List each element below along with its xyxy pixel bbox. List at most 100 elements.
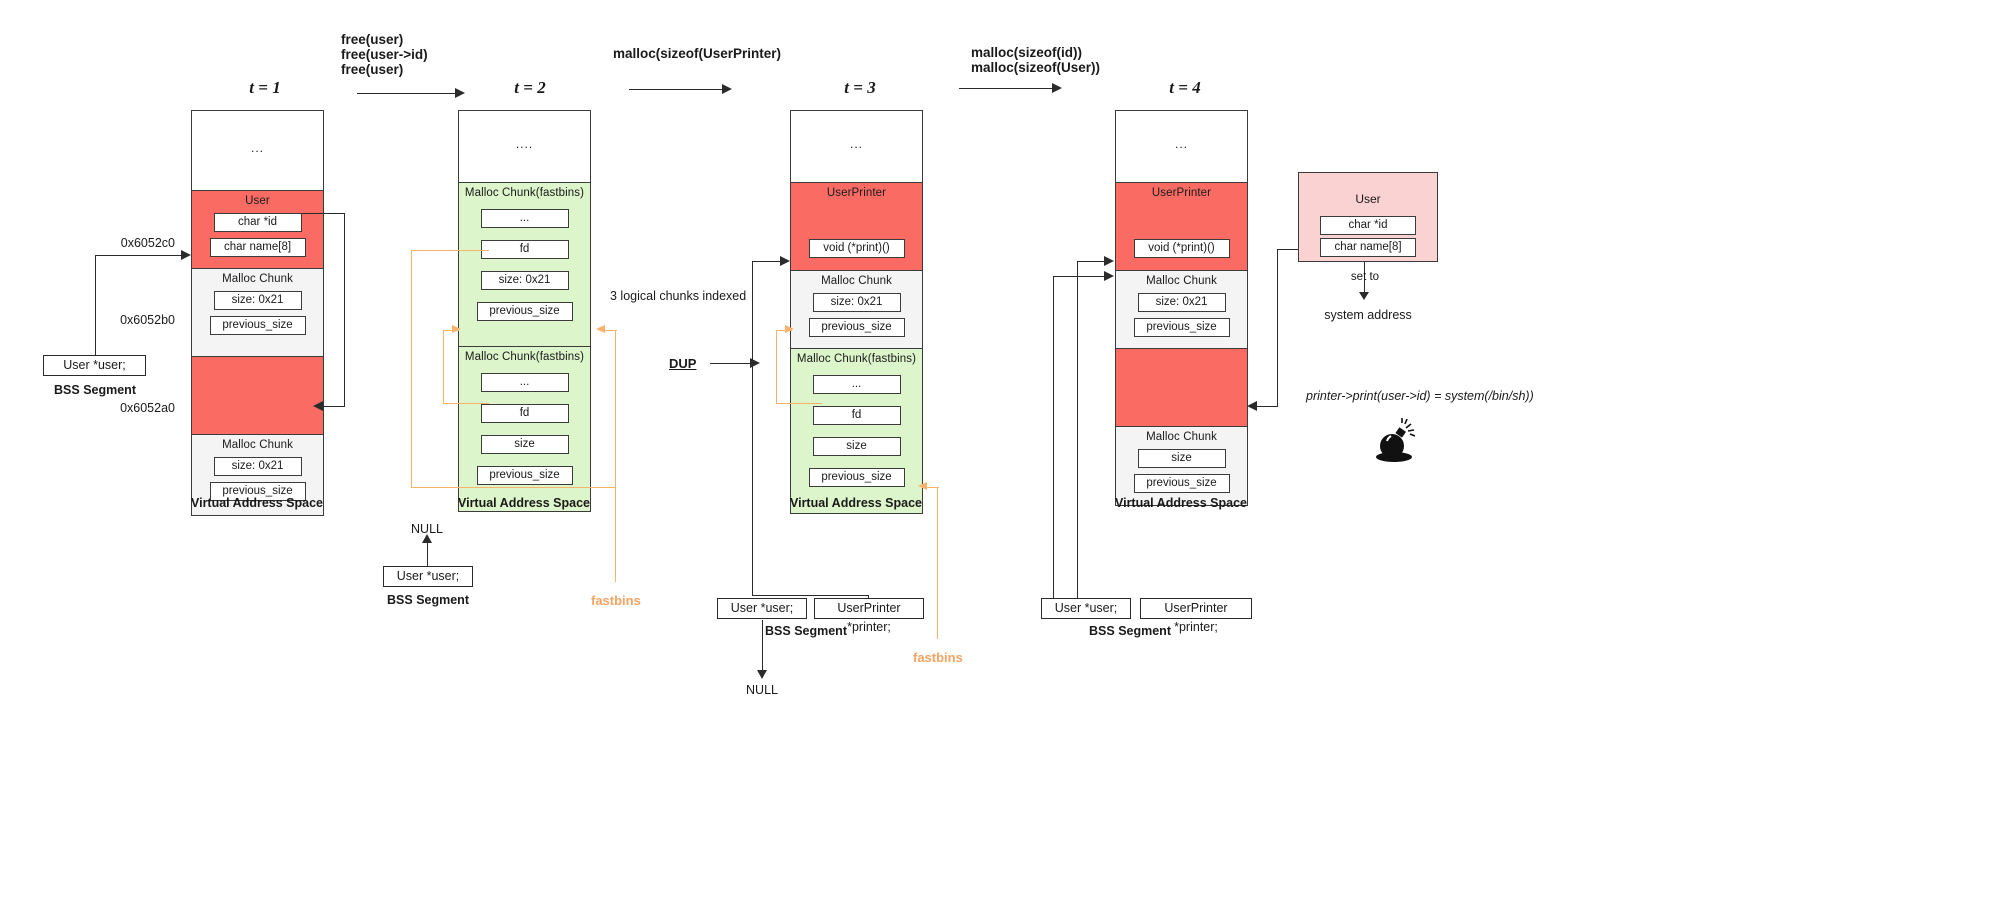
segment-field-fd: fd — [480, 240, 569, 259]
user-overlay-box: User char *id char name[8] — [1298, 172, 1438, 262]
vas-label-t2: Virtual Address Space — [457, 496, 590, 510]
memory-segment-t4-0: ... — [1116, 111, 1247, 183]
memory-column-t4: ... UserPrinter void (*print)() Malloc Chun… — [1115, 110, 1248, 506]
fastbin-line-t3-top — [776, 330, 792, 331]
fastbins-label-t2: fastbins — [591, 593, 641, 608]
fastbin-arrow-t3-inner — [785, 325, 794, 333]
operation-label-free: free(user) free(user->id) free(user) — [341, 32, 428, 77]
fastbin-arrow-t2-b — [452, 325, 461, 333]
bss-var-t3-printer: UserPrinter *printer; — [814, 598, 924, 634]
id-pointer-arrow-t1 — [313, 401, 323, 411]
fastbin-line-t3-head-h — [922, 487, 939, 488]
fastbins-label-t3: fastbins — [913, 650, 963, 665]
t4-printer-riser-v — [1077, 261, 1078, 598]
bomb-icon — [1370, 415, 1420, 463]
title-t4: t = 4 — [1169, 78, 1201, 97]
vas-label-t3: Virtual Address Space — [789, 496, 922, 510]
memory-segment-t4-3 — [1116, 349, 1247, 427]
transition-arrow-3 — [959, 88, 1054, 89]
t4-printer-riser-h — [1077, 261, 1106, 262]
t4-printer-riser-arrow — [1104, 256, 1114, 266]
exploit-expression: printer->print(user->id) = system(/bin/s… — [1306, 389, 1534, 403]
fastbin-line-t2-b-bot — [443, 403, 489, 404]
bss-var-t1-user: User *user; — [43, 355, 146, 376]
operation-label-malloc-id-user: malloc(sizeof(id)) malloc(sizeof(User)) — [971, 45, 1101, 75]
memory-segment-t2-0: .... — [459, 111, 590, 183]
fastbin-line-t3-v — [776, 330, 777, 404]
memory-segment-t3-0: ... — [791, 111, 922, 183]
bss-pointer-line-t1-v — [95, 255, 96, 355]
fastbin-line-t2-head-v — [615, 330, 616, 582]
bss-label-t1: BSS Segment — [54, 383, 136, 397]
null-pointer-line-t2 — [427, 541, 428, 567]
fastbin-line-t2-a-h — [411, 250, 489, 251]
segment-field-void-print-: void (*print)() — [1133, 239, 1230, 258]
title-t3: t = 3 — [844, 78, 876, 97]
bss-pointer-line-t1-h — [95, 255, 183, 256]
segment-caption: Malloc Chunk(fastbins) — [796, 353, 917, 365]
segment-field--: ... — [480, 209, 569, 228]
segment-field-size-0x21: size: 0x21 — [213, 291, 302, 310]
fastbin-arrow-t2-head — [596, 325, 605, 333]
segment-field-previous-size: previous_size — [808, 468, 905, 487]
transition-arrow-3-head — [1052, 83, 1062, 93]
segment-field-char-name-8-: char name[8] — [209, 238, 306, 257]
segment-field-size: size — [480, 435, 569, 454]
user-overlay-link-v — [1277, 249, 1278, 406]
segment-ellipsis: .... — [515, 137, 534, 151]
transition-arrow-2 — [629, 89, 724, 90]
segment-field-void-print-: void (*print)() — [808, 239, 905, 258]
user-overlay-link-h-bot — [1255, 406, 1278, 407]
segment-caption: Malloc Chunk — [1146, 275, 1217, 287]
segment-field-previous-size: previous_size — [1133, 318, 1230, 337]
id-pointer-line-t1-bot — [320, 406, 345, 407]
operation-label-malloc-userprinter: malloc(sizeof(UserPrinter) — [613, 46, 782, 61]
set-to-arrow — [1359, 292, 1369, 300]
id-pointer-line-t1-v — [344, 213, 345, 407]
memory-segment-t1-0: ... — [192, 111, 323, 191]
bss-var-t3-user: User *user; — [717, 598, 807, 619]
fastbin-arrow-t3-head — [918, 482, 927, 490]
memory-segment-t1-3 — [192, 357, 323, 435]
fastbin-line-t3-head-v — [937, 487, 938, 639]
address-label-0x6052c0: 0x6052c0 — [120, 236, 175, 250]
segment-caption: Malloc Chunk(fastbins) — [464, 351, 585, 363]
transition-arrow-2-head — [722, 84, 732, 94]
segment-field-size-0x21: size: 0x21 — [812, 293, 901, 312]
printer-bss-line-t3-v — [752, 363, 753, 596]
address-label-0x6052a0: 0x6052a0 — [120, 401, 175, 415]
vas-label-t4: Virtual Address Space — [1114, 496, 1247, 510]
segment-field--: ... — [480, 373, 569, 392]
segment-field-previous-size: previous_size — [476, 466, 573, 485]
null-label-t2: NULL — [411, 522, 443, 536]
segment-ellipsis: ... — [849, 137, 863, 151]
user-overlay-field-name: char name[8] — [1320, 238, 1416, 257]
segment-caption: Malloc Chunk — [222, 439, 293, 451]
dup-arrow-head — [750, 358, 760, 368]
transition-arrow-1-head — [455, 88, 465, 98]
segment-caption: Malloc Chunk — [821, 275, 892, 287]
null-pointer-arrow-t2 — [422, 534, 432, 543]
bss-label-t2: BSS Segment — [387, 593, 469, 607]
dup-label: DUP — [669, 356, 697, 371]
user-overlay-link-arrow — [1247, 401, 1257, 411]
memory-column-t2: .... Malloc Chunk(fastbins)... fd size: 0x2… — [458, 110, 591, 512]
segment-field-previous-size: previous_size — [1133, 474, 1230, 493]
segment-field-previous-size: previous_size — [209, 316, 306, 335]
segment-caption: User — [245, 195, 270, 207]
bss-var-t4-printer: UserPrinter *printer; — [1140, 598, 1252, 634]
fastbin-line-t2-b-v — [443, 330, 444, 404]
address-label-0x6052b0: 0x6052b0 — [120, 313, 175, 327]
segment-caption: UserPrinter — [1151, 187, 1212, 199]
segment-caption: Malloc Chunk — [1146, 431, 1217, 443]
segment-field-size-0x21: size: 0x21 — [480, 271, 569, 290]
segment-field-size-0x21: size: 0x21 — [213, 457, 302, 476]
segment-ellipsis: ... — [250, 141, 264, 155]
